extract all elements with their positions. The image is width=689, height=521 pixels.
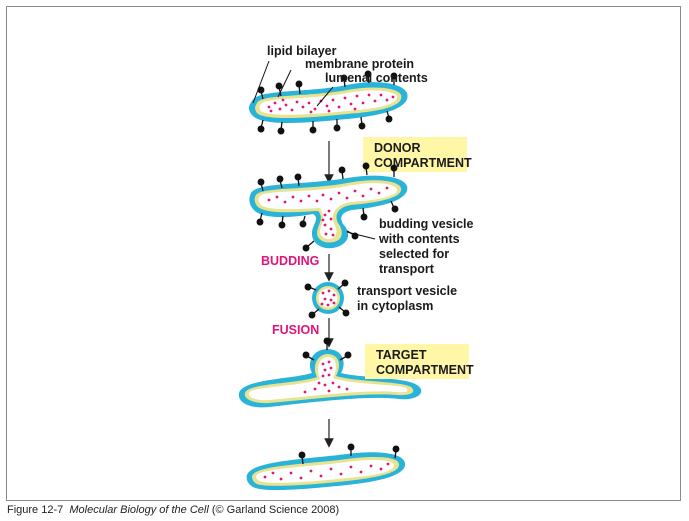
budding-vesicle-label: budding vesicle with contents selected f… xyxy=(378,217,474,276)
caption-figure-number: Figure 12-7 xyxy=(7,504,63,516)
svg-text:with contents: with contents xyxy=(378,232,460,246)
caption-credit: (© Garland Science 2008) xyxy=(212,504,339,516)
budding-step-label: BUDDING xyxy=(261,254,319,268)
svg-text:TARGET: TARGET xyxy=(376,348,427,362)
target-compartment-final xyxy=(247,444,405,490)
svg-text:COMPARTMENT: COMPARTMENT xyxy=(376,363,474,377)
vesicle-transport-diagram: lipid bilayer membrane protein lumenal c… xyxy=(7,7,682,502)
svg-text:transport: transport xyxy=(379,262,435,276)
label-lipid-bilayer: lipid bilayer xyxy=(267,44,337,58)
figure-caption: Figure 12-7 Molecular Biology of the Cel… xyxy=(7,504,339,516)
svg-text:DONOR: DONOR xyxy=(374,141,421,155)
figure-frame: lipid bilayer membrane protein lumenal c… xyxy=(6,6,681,501)
label-lumenal-contents: lumenal contents xyxy=(325,71,428,85)
transport-vesicle-label: transport vesicle in cytoplasm xyxy=(357,284,457,313)
svg-text:COMPARTMENT: COMPARTMENT xyxy=(374,156,472,170)
donor-compartment-label: DONOR COMPARTMENT xyxy=(363,137,472,172)
target-compartment-label: TARGET COMPARTMENT xyxy=(365,344,474,379)
caption-book-title: Molecular Biology of the Cell xyxy=(69,504,208,516)
svg-text:selected for: selected for xyxy=(379,247,449,261)
label-membrane-protein: membrane protein xyxy=(305,57,414,71)
svg-text:in cytoplasm: in cytoplasm xyxy=(357,299,433,313)
svg-text:transport vesicle: transport vesicle xyxy=(357,284,457,298)
svg-text:budding vesicle: budding vesicle xyxy=(379,217,474,231)
transport-vesicle xyxy=(305,280,349,318)
fusion-step-label: FUSION xyxy=(272,323,319,337)
